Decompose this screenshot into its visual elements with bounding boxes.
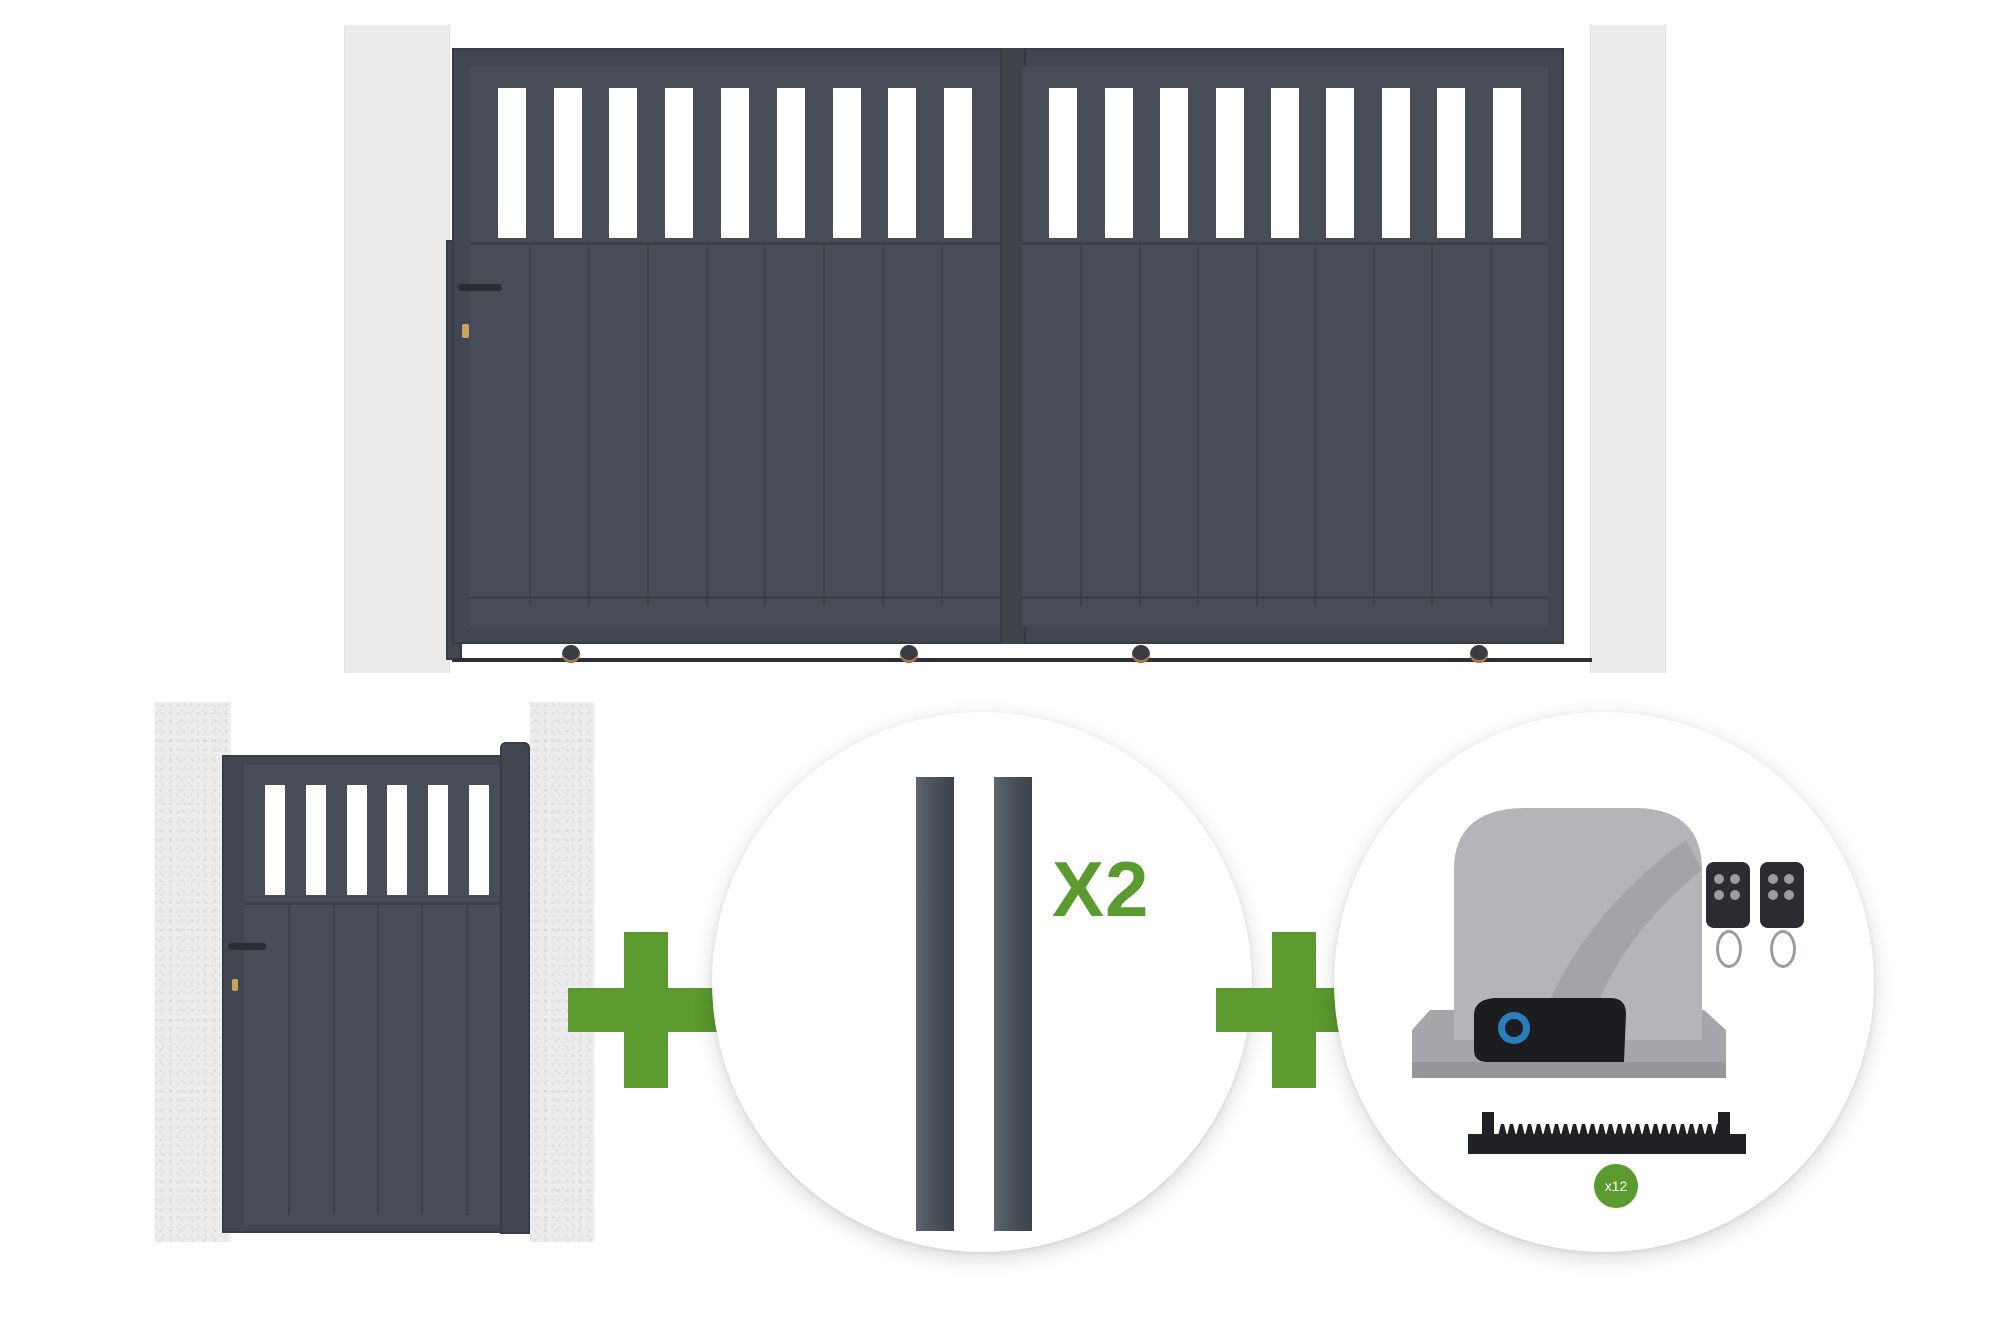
gate-slot — [609, 88, 638, 238]
remote-keyring-2 — [1770, 930, 1796, 968]
gate-slot — [1104, 88, 1133, 238]
remote-control-1 — [1706, 862, 1750, 928]
gate-slot — [428, 785, 449, 895]
plank-groove — [1197, 246, 1200, 606]
roller-wheel-2 — [900, 645, 918, 663]
gate-slot — [264, 785, 285, 895]
mid-rail-pedestrian — [244, 902, 510, 905]
ground-track — [452, 658, 1592, 662]
roller-wheel-4 — [1470, 645, 1488, 663]
rack-quantity-badge: x12 — [1594, 1164, 1638, 1208]
gate-slot — [1049, 88, 1078, 238]
roller-wheel-3 — [1132, 645, 1150, 663]
mid-rail-right — [1022, 242, 1548, 245]
plus-icon — [568, 932, 724, 1088]
plank-groove — [646, 246, 649, 606]
plank-groove — [1489, 246, 1492, 606]
gate-slot — [721, 88, 749, 238]
plank-groove — [764, 246, 767, 606]
gate-slot — [387, 785, 408, 895]
gate-slot — [944, 88, 973, 238]
pedestrian-right-pillar — [530, 702, 594, 1242]
gate-slot — [305, 785, 326, 895]
left-wall-pillar — [344, 25, 450, 673]
pedestrian-lock-cylinder — [232, 979, 238, 991]
pedestrian-left-pillar — [155, 702, 231, 1242]
gate-slot — [888, 88, 917, 238]
gate-slot — [1492, 88, 1521, 238]
gate-slot — [346, 785, 367, 895]
plank-groove — [1372, 246, 1375, 606]
posts-quantity-label: X2 — [1052, 845, 1150, 933]
pedestrian-hinge-post — [500, 742, 530, 1234]
pedestrian-gate-panel — [244, 765, 510, 1225]
plank-groove — [941, 246, 944, 606]
plank-panel-left — [470, 246, 1000, 606]
slot-row-right — [1022, 88, 1548, 238]
gate-slot — [553, 88, 582, 238]
bottom-rail-right — [1022, 596, 1548, 599]
gate-slot — [1215, 88, 1244, 238]
plank-groove — [421, 905, 424, 1215]
remote-control-2 — [1760, 862, 1804, 928]
slot-row-left — [470, 88, 1000, 238]
plank-groove — [1431, 246, 1434, 606]
plank-groove — [377, 905, 379, 1215]
bottom-rail-left — [470, 596, 1000, 599]
gate-post-2 — [994, 777, 1032, 1231]
gate-slot — [469, 785, 490, 895]
pedestrian-gate-handle — [228, 943, 266, 950]
plank-groove — [1314, 246, 1317, 606]
plank-groove — [705, 246, 708, 606]
plank-groove — [1138, 246, 1141, 606]
gate-handle — [458, 284, 502, 291]
sliding-gate — [452, 48, 1564, 644]
roller-wheel-1 — [562, 645, 580, 663]
plank-groove — [528, 246, 531, 606]
gate-slot — [1271, 88, 1299, 238]
sliding-gate-right-leaf — [1022, 66, 1548, 626]
plank-groove — [288, 905, 291, 1215]
gate-slot — [1437, 88, 1466, 238]
lock-cylinder — [462, 324, 469, 338]
plank-groove — [1255, 246, 1258, 606]
plank-panel-pedestrian — [244, 905, 510, 1215]
plank-groove — [823, 246, 826, 606]
plank-groove — [587, 246, 590, 606]
plank-groove — [332, 905, 335, 1215]
gate-slot — [832, 88, 861, 238]
center-stile — [1000, 48, 1026, 644]
plank-groove — [465, 905, 468, 1215]
gate-slot — [665, 88, 694, 238]
plank-groove — [1080, 246, 1083, 606]
gate-slot — [1381, 88, 1410, 238]
gate-post-1 — [916, 777, 954, 1231]
gear-rack — [1468, 1112, 1746, 1154]
slot-row-pedestrian — [244, 785, 510, 895]
posts-circle — [712, 712, 1252, 1252]
pedestrian-gate — [222, 755, 526, 1233]
right-wall-pillar — [1590, 25, 1666, 673]
gate-slot — [1160, 88, 1189, 238]
plank-panel-right — [1022, 246, 1548, 606]
plank-groove — [882, 246, 885, 606]
mid-rail-left — [470, 242, 1000, 245]
gate-motor-unit — [1412, 808, 1726, 1078]
sliding-gate-left-leaf — [470, 66, 1000, 626]
gate-slot — [497, 88, 526, 238]
gate-slot — [776, 88, 805, 238]
gate-slot — [1326, 88, 1355, 238]
remote-keyring-1 — [1716, 930, 1742, 968]
